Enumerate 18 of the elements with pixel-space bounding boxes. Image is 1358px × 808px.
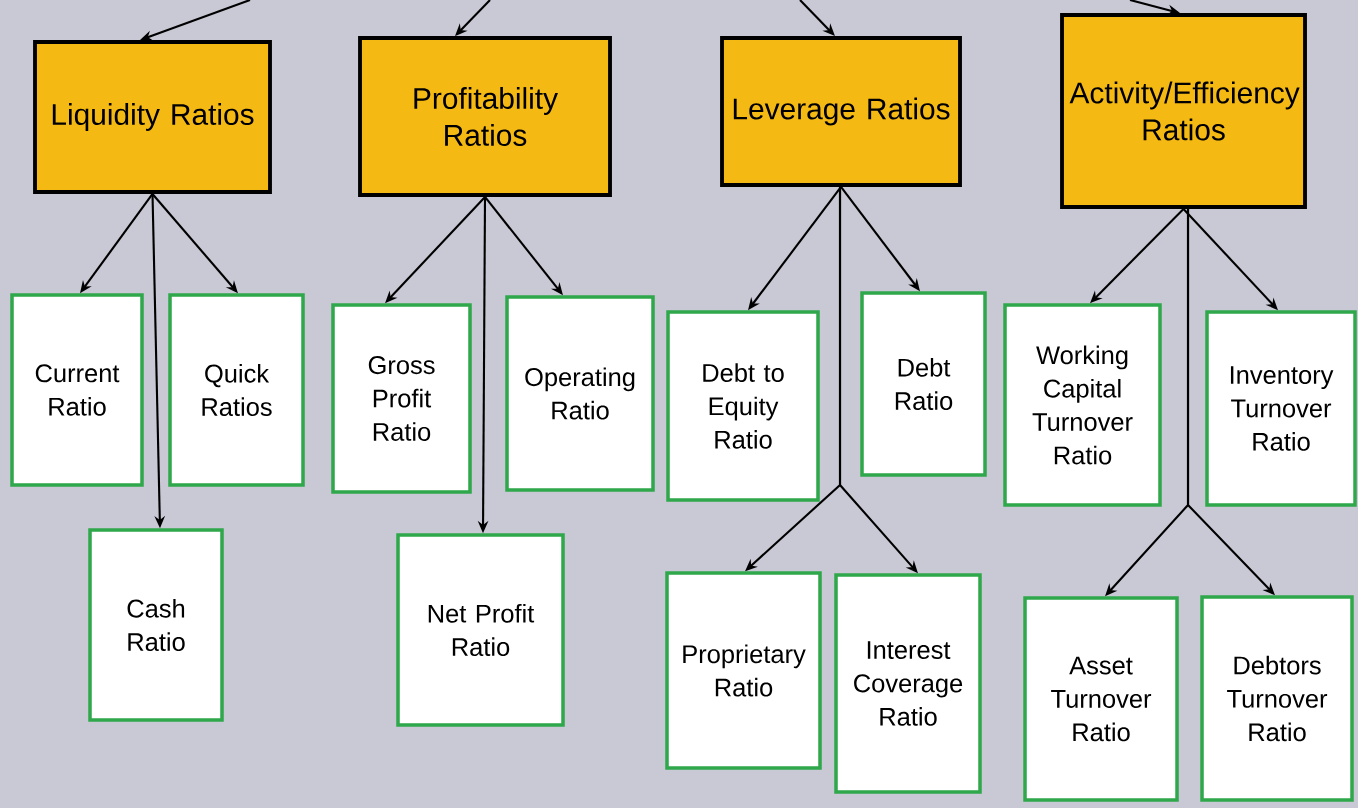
ratio-box: Asset Turnover Ratio — [1023, 596, 1179, 802]
ratio-box: Inventory Turnover Ratio — [1205, 310, 1357, 507]
ratio-box: Debtors Turnover Ratio — [1200, 595, 1354, 802]
category-box: Liquidity Ratios — [33, 40, 272, 194]
ratio-box: Operating Ratio — [505, 295, 655, 492]
ratio-box: Debt to Equity Ratio — [666, 310, 820, 502]
category-box: Profitability Ratios — [358, 36, 612, 197]
ratio-box: Gross Profit Ratio — [331, 303, 472, 494]
ratio-box: Debt Ratio — [860, 291, 987, 477]
ratio-box: Net Profit Ratio — [396, 533, 565, 727]
ratio-box: Interest Coverage Ratio — [834, 573, 982, 794]
ratio-box: Working Capital Turnover Ratio — [1003, 303, 1162, 507]
ratio-box: Current Ratio — [10, 293, 144, 487]
ratio-box: Quick Ratios — [168, 293, 305, 487]
ratio-box: Cash Ratio — [88, 528, 224, 722]
category-box: Activity/Efficiency Ratios — [1060, 13, 1307, 209]
category-box: Leverage Ratios — [720, 36, 962, 187]
ratio-box: Proprietary Ratio — [665, 571, 822, 770]
